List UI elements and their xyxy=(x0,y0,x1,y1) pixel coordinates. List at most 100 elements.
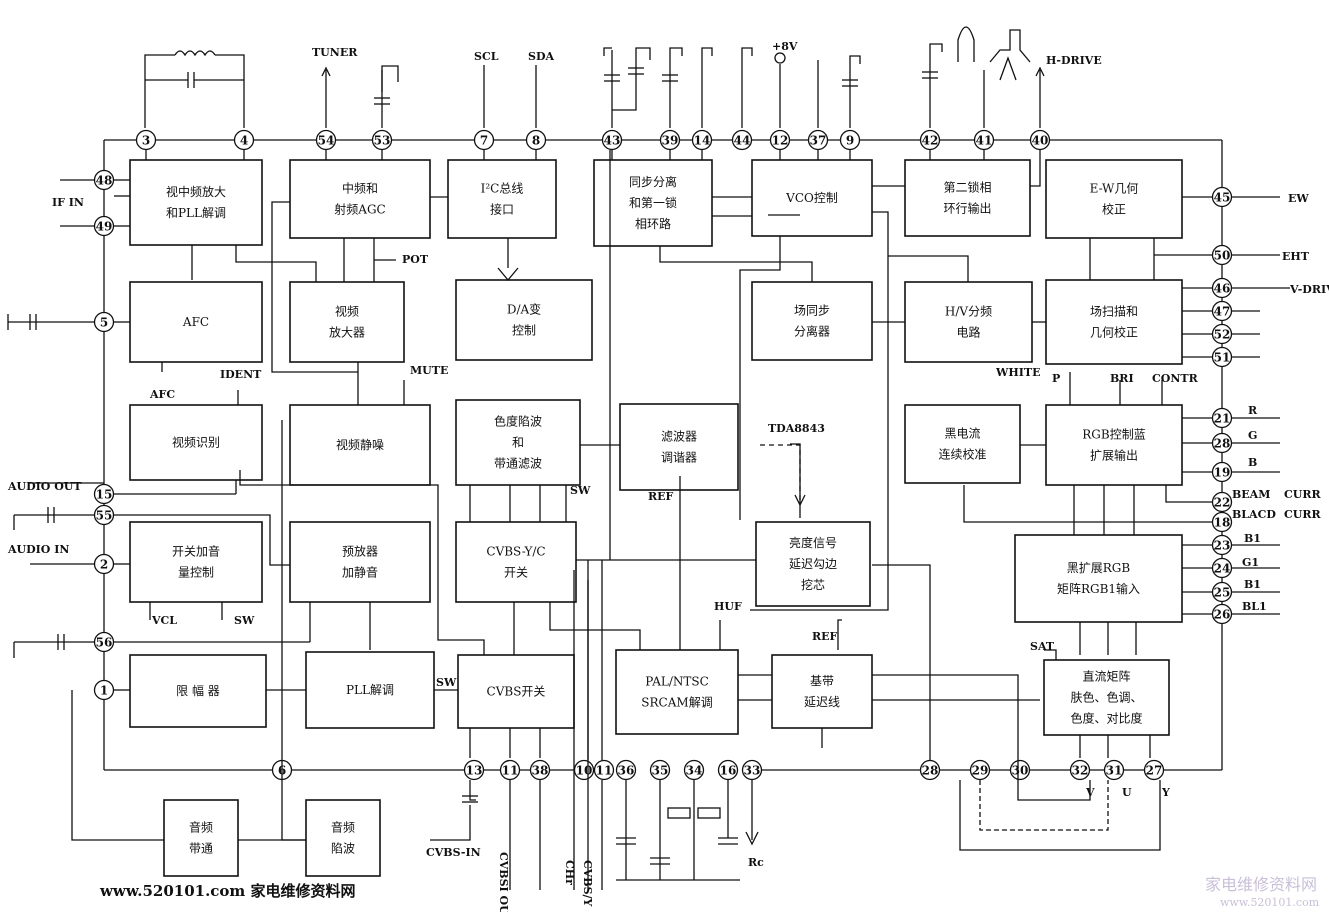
label-15: BRI xyxy=(1110,372,1134,385)
block-22-line-2: 挖芯 xyxy=(801,577,825,592)
block-31-line-0: 音频 xyxy=(331,820,355,835)
label-34: VCL xyxy=(151,614,177,627)
block-23: 黑扩展RGB 矩阵RGB1输入 xyxy=(1014,534,1183,623)
pin-23: 23 xyxy=(1211,534,1233,556)
svg-text:7: 7 xyxy=(480,134,488,148)
watermark-left: www.520101.com 家电维修资料网 xyxy=(99,882,356,900)
block-5-line-0: 第二锁相 xyxy=(943,180,991,195)
pin-47: 47 xyxy=(1211,300,1233,322)
block-21-line-0: CVBS-Y/C xyxy=(486,545,545,559)
svg-text:19: 19 xyxy=(1214,466,1231,480)
pin-1: 1 xyxy=(93,679,115,701)
block-12-line-1: 几何校正 xyxy=(1090,325,1138,340)
svg-text:36: 36 xyxy=(618,764,635,778)
svg-text:32: 32 xyxy=(1072,764,1089,778)
label-26: B1 xyxy=(1244,578,1261,591)
block-8-line-0: 视频 xyxy=(335,304,359,319)
block-17-line-0: 黑电流 xyxy=(944,427,980,441)
block-7-line-0: AFC xyxy=(182,315,209,329)
pin-43: 43 xyxy=(601,129,623,151)
block-15-line-2: 带通滤波 xyxy=(494,457,542,471)
label-44: U xyxy=(1122,786,1132,799)
svg-text:48: 48 xyxy=(96,174,113,188)
svg-text:27: 27 xyxy=(1146,764,1163,778)
label-30: HUF xyxy=(714,600,742,613)
svg-text:16: 16 xyxy=(720,764,737,778)
block-9-line-0: D/A变 xyxy=(507,302,541,317)
block-13-line-0: 视频识别 xyxy=(172,435,220,450)
label-1: SCL xyxy=(474,50,499,63)
svg-text:9: 9 xyxy=(846,134,854,148)
pin-56: 56 xyxy=(93,631,115,653)
block-21: CVBS-Y/C开关 xyxy=(455,521,577,603)
pin-39: 39 xyxy=(659,129,681,151)
svg-text:42: 42 xyxy=(922,134,939,148)
svg-text:54: 54 xyxy=(318,134,335,148)
svg-text:21: 21 xyxy=(1214,412,1231,426)
label-45: Y xyxy=(1161,786,1170,799)
label-5: IF IN xyxy=(52,196,84,209)
block-15-line-1: 和 xyxy=(512,436,524,450)
block-29-line-0: 直流矩阵 xyxy=(1082,670,1130,684)
label-41: CVBS/Y xyxy=(581,860,594,907)
block-2-line-0: I²C总线 xyxy=(481,182,524,196)
block-16-line-1: 调谐器 xyxy=(661,451,697,465)
pin-45: 45 xyxy=(1211,186,1233,208)
svg-text:4: 4 xyxy=(240,134,248,148)
svg-text:8: 8 xyxy=(532,134,540,148)
block-20-line-1: 加静音 xyxy=(342,565,378,580)
label-2: SDA xyxy=(528,50,554,63)
label-22: BLACD xyxy=(1232,508,1276,521)
block-8-line-1: 放大器 xyxy=(329,325,365,340)
block-4-line-0: VCO控制 xyxy=(785,191,838,205)
label-9: POT xyxy=(402,253,429,266)
label-18: G xyxy=(1248,429,1257,442)
label-16: CONTR xyxy=(1152,372,1199,385)
svg-text:28: 28 xyxy=(922,764,939,778)
ext-tank-circuit xyxy=(144,50,245,128)
label-33: AUDIO IN xyxy=(7,543,69,556)
svg-text:18: 18 xyxy=(1214,516,1231,530)
block-10-line-0: 场同步 xyxy=(794,304,830,318)
block-18-line-0: RGB控制蓝 xyxy=(1082,428,1145,442)
label-3: +8V xyxy=(772,40,798,53)
svg-text:24: 24 xyxy=(1214,562,1231,576)
svg-text:1: 1 xyxy=(100,684,108,698)
signal-lines xyxy=(7,150,1290,890)
pin-52: 52 xyxy=(1211,323,1233,345)
pin-2: 2 xyxy=(93,553,115,575)
label-4: H-DRIVE xyxy=(1046,54,1102,67)
pin-31: 31 xyxy=(1103,759,1125,781)
block-3-line-0: 同步分离 xyxy=(629,174,677,189)
svg-text:11: 11 xyxy=(596,764,613,778)
block-23-line-0: 黑扩展RGB xyxy=(1067,561,1131,575)
pin-25: 25 xyxy=(1211,581,1233,603)
svg-text:40: 40 xyxy=(1032,134,1049,148)
pin-7: 7 xyxy=(473,129,495,151)
svg-text:10: 10 xyxy=(576,764,593,778)
pin-11: 11 xyxy=(499,759,521,781)
block-23-line-1: 矩阵RGB1输入 xyxy=(1057,581,1140,596)
label-37: REF xyxy=(812,630,838,643)
label-6: EW xyxy=(1288,192,1309,205)
label-39: CVBSI OUT xyxy=(497,852,510,912)
block-1-line-1: 射频AGC xyxy=(334,202,385,217)
block-13: 视频识别 xyxy=(129,404,263,481)
block-7: AFC xyxy=(129,281,263,363)
pin-26: 26 xyxy=(1211,603,1233,625)
block-2-line-1: 接口 xyxy=(490,202,514,217)
label-23: CURR xyxy=(1284,508,1321,521)
pin-49: 49 xyxy=(93,215,115,237)
